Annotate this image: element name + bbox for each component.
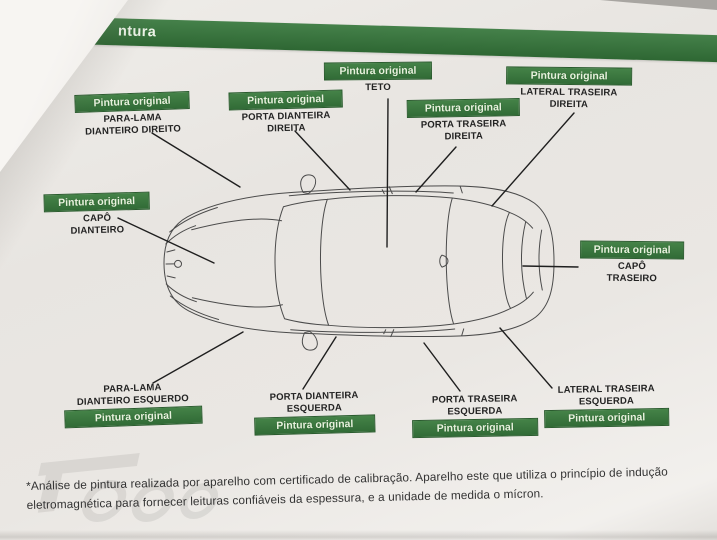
hood-creases (191, 218, 283, 308)
roof-panel (326, 195, 455, 329)
part-name: PORTA DIANTEIRA ESQUERDA (269, 389, 359, 415)
trunk-lines (508, 211, 543, 309)
antenna-fin (439, 254, 449, 268)
part-name: LATERAL TRASEIRA ESQUERDA (557, 383, 655, 408)
part-name: PARA-LAMA DIANTEIRO DIREITO (84, 111, 182, 138)
label-lateral-traseira-esquerda: LATERAL TRASEIRA ESQUERDA Pintura origin… (544, 383, 670, 429)
front-details (165, 206, 220, 320)
pintura-original-badge: Pintura original (580, 240, 685, 260)
label-porta-traseira-esquerda: PORTA TRASEIRA ESQUERDA Pintura original (412, 393, 539, 439)
calibration-footnote: *Análise de pintura realizada por aparel… (26, 461, 717, 515)
label-para-lama-dianteiro-esquerdo: PARA-LAMA DIANTEIRO ESQUERDO Pintura ori… (63, 381, 203, 429)
pintura-original-badge: Pintura original (544, 408, 670, 429)
label-para-lama-dianteiro-direito: Pintura original PARA-LAMA DIANTEIRO DIR… (74, 91, 190, 138)
part-name: CAPÔ DIANTEIRO (70, 212, 125, 237)
label-teto: Pintura original TETO (323, 61, 433, 95)
page-bottom-edge (0, 530, 717, 540)
pintura-original-badge: Pintura original (406, 98, 520, 118)
part-name: LATERAL TRASEIRA DIREITA (520, 86, 618, 110)
label-lateral-traseira-direita: Pintura original LATERAL TRASEIRA DIREIT… (506, 66, 633, 110)
hood-emblem (174, 259, 183, 268)
label-porta-traseira-direita: Pintura original PORTA TRASEIRA DIREITA (406, 98, 521, 143)
part-name: PARA-LAMA DIANTEIRO ESQUERDO (76, 381, 189, 408)
pintura-original-badge: Pintura original (74, 91, 190, 114)
label-capo-dianteiro: Pintura original CAPÔ DIANTEIRO (43, 191, 150, 238)
part-name: PORTA TRASEIRA ESQUERDA (431, 393, 518, 418)
label-porta-dianteira-direita: Pintura original PORTA DIANTEIRA DIREITA (228, 89, 343, 136)
pintura-original-badge: Pintura original (64, 405, 203, 429)
pintura-original-badge: Pintura original (254, 414, 376, 436)
car-top-view-diagram (163, 174, 555, 351)
label-porta-dianteira-esquerda: PORTA DIANTEIRA ESQUERDA Pintura origina… (253, 389, 376, 436)
windshield (274, 198, 330, 326)
pintura-original-badge: Pintura original (323, 61, 433, 81)
pintura-original-badge: Pintura original (43, 191, 150, 213)
car-body-outline (163, 185, 555, 337)
side-glass-lines (288, 185, 465, 338)
part-name: TETO (365, 81, 392, 94)
part-name: PORTA TRASEIRA DIREITA (420, 118, 507, 142)
part-name: PORTA DIANTEIRA DIREITA (241, 109, 331, 135)
section-header-title: ntura (117, 23, 157, 41)
pintura-original-badge: Pintura original (506, 66, 633, 86)
pintura-original-badge: Pintura original (412, 418, 539, 439)
part-name: CAPÔ TRASEIRO (606, 260, 658, 284)
section-header-bar: ntura (69, 17, 717, 64)
label-capo-traseiro: Pintura original CAPÔ TRASEIRO (580, 240, 685, 285)
rear-window (451, 197, 511, 325)
